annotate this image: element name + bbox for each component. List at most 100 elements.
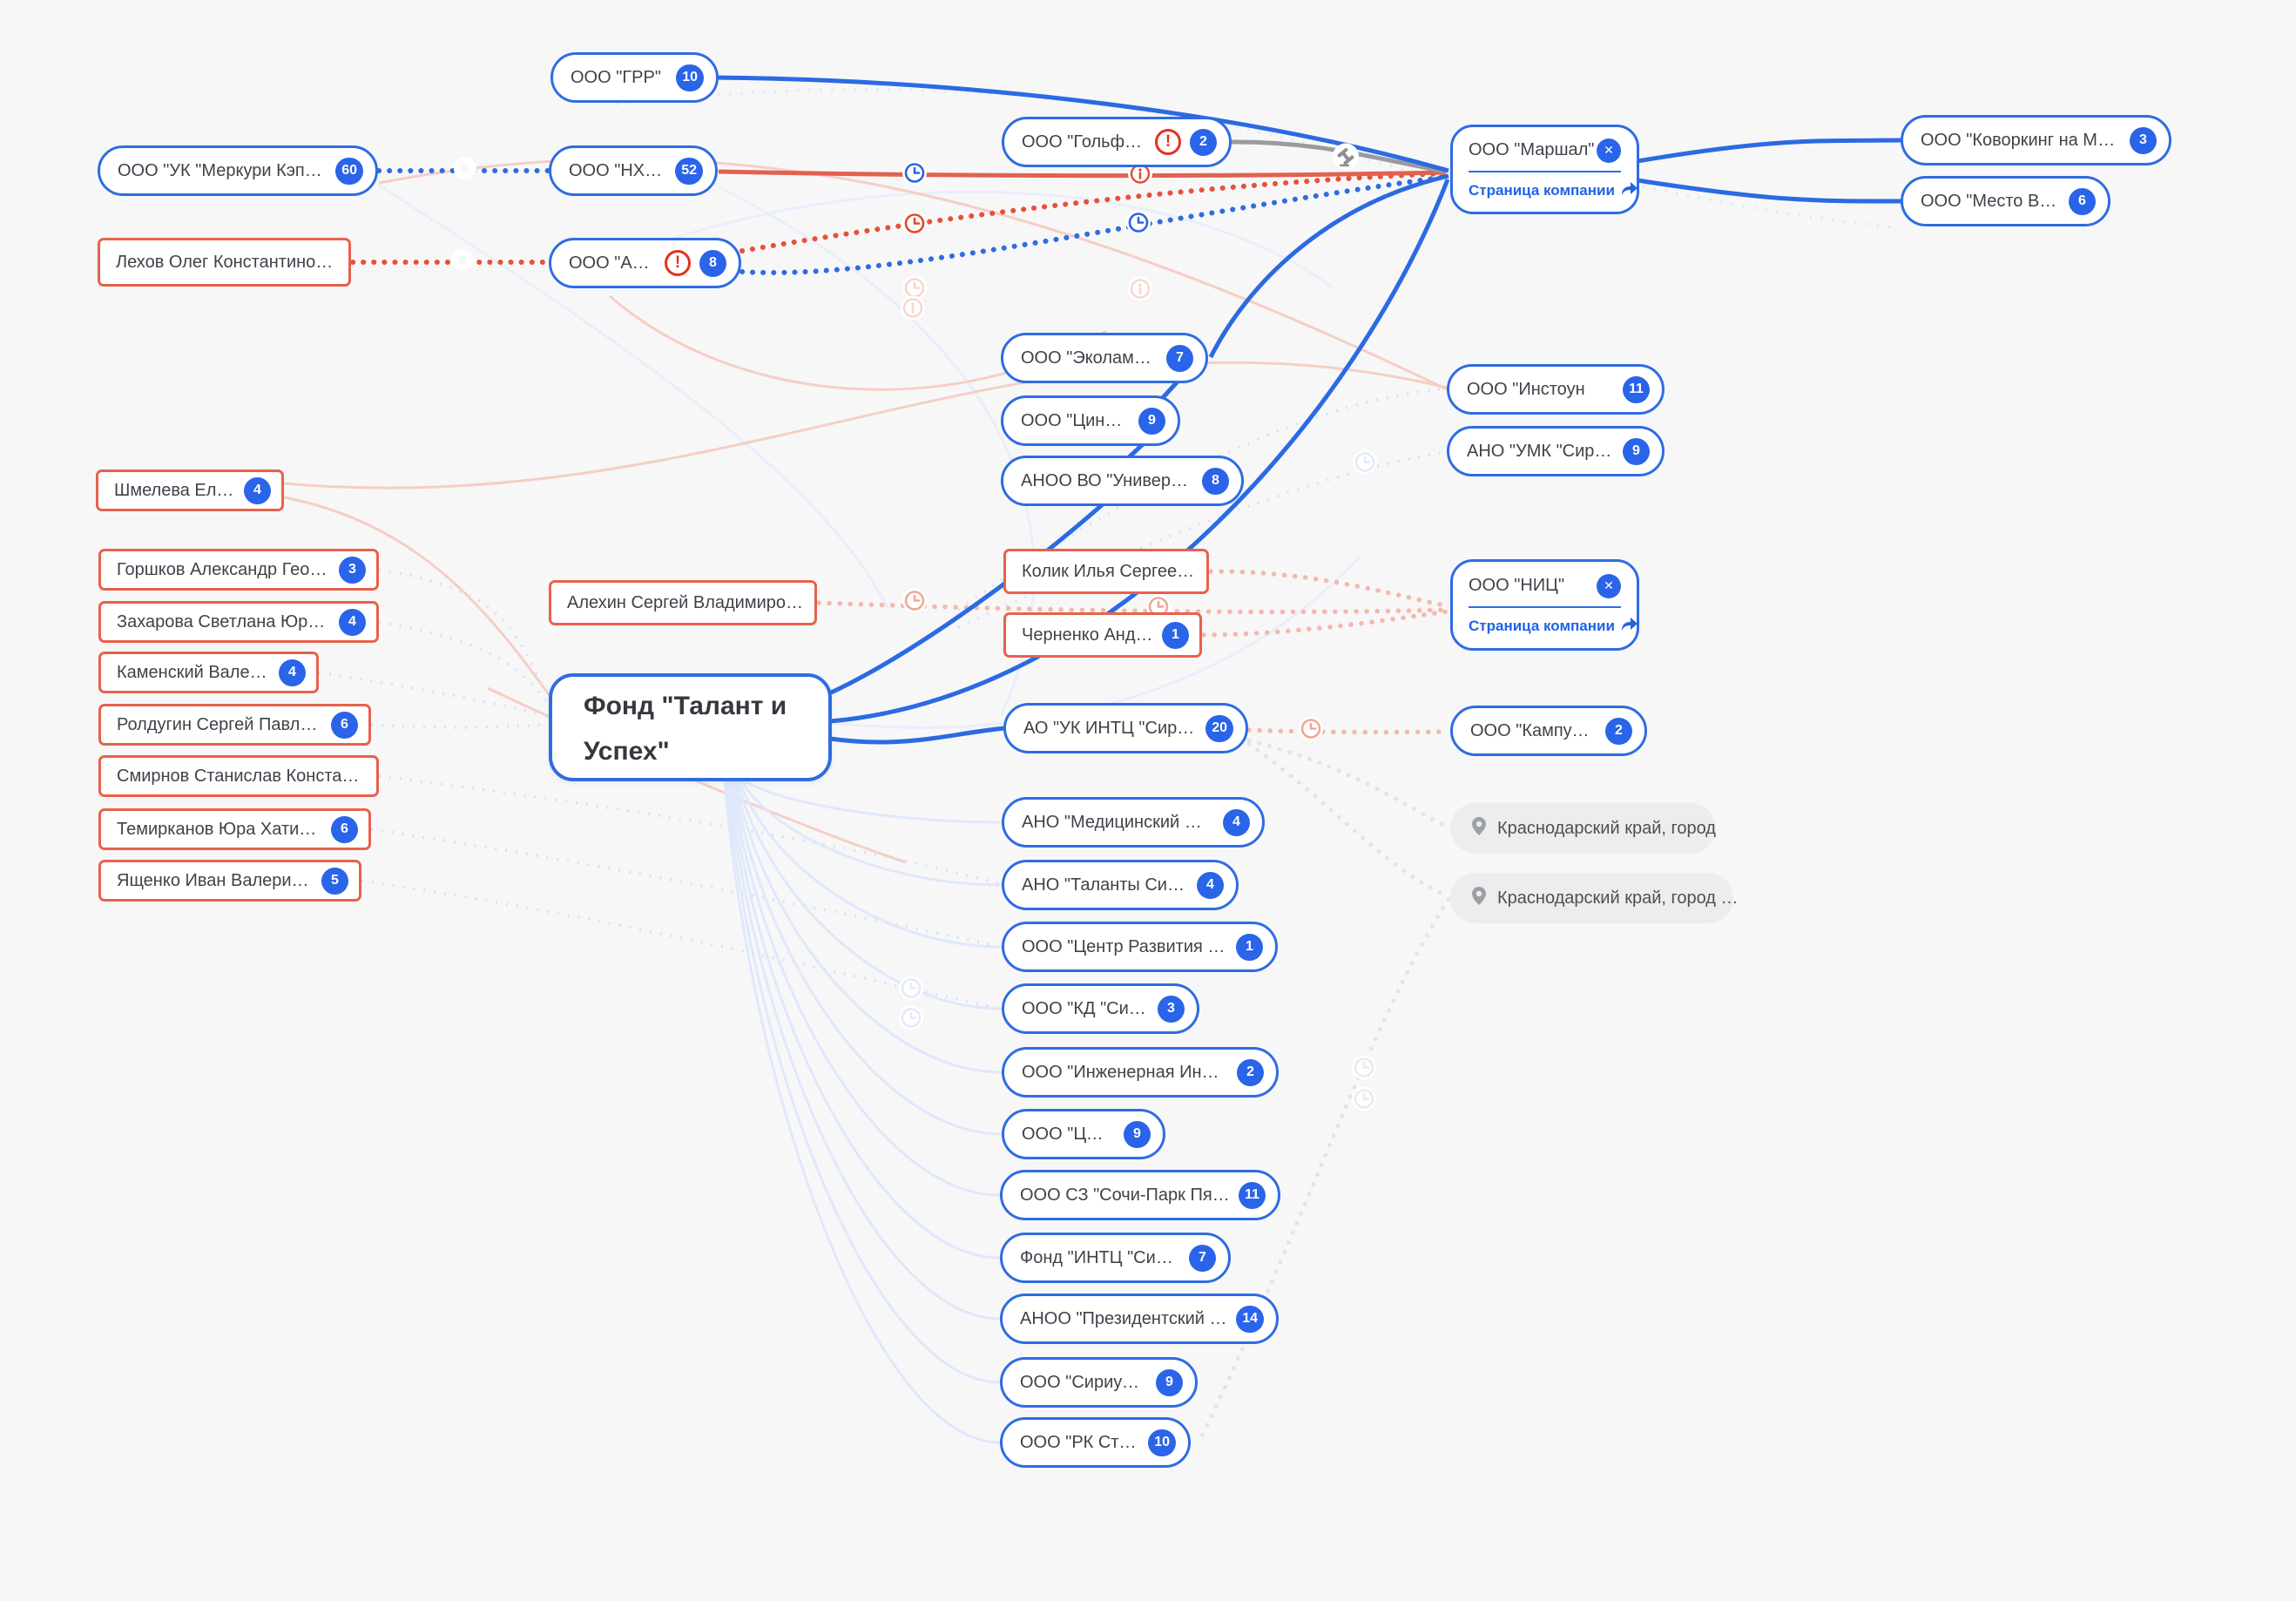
links-count-badge: 5 — [321, 867, 348, 895]
person-node-zaharova[interactable]: Захарова Светлана Юрьев…4 — [98, 601, 379, 643]
close-icon[interactable]: ✕ — [1597, 573, 1621, 598]
links-count-badge: 9 — [1124, 1120, 1151, 1148]
info-icon — [1126, 275, 1154, 307]
company-label: Фонд "ИНТЦ "Сириус" — [1020, 1247, 1180, 1267]
company-node-nhrs[interactable]: ООО "НХРС"52 — [549, 145, 718, 196]
links-count-badge: 7 — [1166, 344, 1193, 372]
links-count-badge: 3 — [1158, 995, 1185, 1023]
company-node-cos[interactable]: ООО "ЦОС" 9 — [1002, 1109, 1165, 1159]
clock-icon — [1297, 715, 1325, 747]
person-label: Каменский Валерий — [117, 662, 272, 682]
company-label: ООО "Центр Развития Тал… — [1022, 936, 1227, 956]
links-count-badge: 4 — [339, 608, 366, 636]
person-label: Темирканов Юра Хатиевич — [117, 819, 324, 839]
links-count-badge: 8 — [699, 249, 726, 277]
links-count-badge: 20 — [1205, 714, 1233, 742]
company-label: ООО "Маршал" — [1469, 140, 1595, 159]
expanded-header: ООО "Маршал"✕ — [1469, 138, 1621, 163]
person-label: Лехов Олег Константинович — [116, 252, 338, 272]
company-node-kovorking[interactable]: ООО "Коворкинг на Малом"3 — [1901, 115, 2171, 166]
person-label: Черненко Андрей — [1022, 625, 1155, 645]
company-node-inzh-infra[interactable]: ООО "Инженерная Инфрас…2 — [1002, 1047, 1279, 1098]
company-label: ООО "УК "Меркури Кэпит… — [118, 160, 328, 180]
company-node-mesto-vkusa[interactable]: ООО "Место Вкуса"6 — [1901, 176, 2110, 226]
company-page-link[interactable]: Страница компании — [1469, 180, 1638, 201]
location-pin-icon — [1471, 886, 1487, 910]
company-node-ecolamelli[interactable]: ООО "Эколамелли"7 — [1001, 333, 1208, 383]
share-arrow-icon — [1620, 616, 1638, 637]
links-count-badge: 14 — [1236, 1305, 1264, 1333]
share-arrow-icon — [1620, 180, 1638, 201]
location-label: Краснодарский край, город … — [1497, 888, 1739, 908]
gavel-icon — [1332, 143, 1360, 175]
expanded-company-node-marshal[interactable]: ООО "Маршал"✕ Страница компании — [1450, 125, 1639, 214]
company-label: ООО "ЦОС" — [1022, 1124, 1115, 1144]
company-label: ООО "ГРР" — [571, 67, 661, 87]
location-chip-loc-1[interactable]: Краснодарский край, город — [1450, 803, 1716, 854]
company-node-grr[interactable]: ООО "ГРР" 10 — [550, 52, 719, 103]
expanded-header: ООО "НИЦ"✕ — [1469, 573, 1621, 598]
person-node-smirnov[interactable]: Смирнов Станислав Констант… — [98, 755, 379, 797]
clock-icon — [901, 210, 929, 242]
links-count-badge: 10 — [676, 64, 704, 91]
company-label: ООО "Инстоун — [1467, 379, 1585, 399]
company-node-sochi-park[interactable]: ООО СЗ "Сочи-Парк Пять …11 — [1000, 1170, 1280, 1220]
company-node-umk-sirius[interactable]: АНО "УМК "Сириус"9 — [1447, 426, 1665, 476]
company-page-link-label: Страница компании — [1469, 617, 1615, 634]
company-node-fond-intc[interactable]: Фонд "ИНТЦ "Сириус" 7 — [1000, 1233, 1231, 1283]
company-node-uk-intc-sirius[interactable]: АО "УК ИНТЦ "Сириус" 20 — [1003, 703, 1248, 753]
links-count-badge: 7 — [1189, 1244, 1216, 1272]
company-page-link[interactable]: Страница компании — [1469, 616, 1638, 637]
links-count-badge: 4 — [1197, 871, 1224, 899]
company-label: ООО "Сириус.ИС" — [1020, 1372, 1147, 1392]
edges-blue-solid — [713, 75, 1903, 745]
company-label: АНО "Медицинский Центр — [1022, 812, 1214, 832]
company-node-rk-stroy[interactable]: ООО "РК Строй"10 — [1000, 1417, 1191, 1468]
company-label: АО "УК ИНТЦ "Сириус" — [1023, 718, 1198, 738]
expanded-company-node-nic[interactable]: ООО "НИЦ"✕ Страница компании — [1450, 559, 1639, 651]
company-node-cintex[interactable]: ООО "Цинтэкс"9 — [1001, 395, 1180, 446]
person-node-kolik[interactable]: Колик Илья Сергеевич — [1003, 549, 1209, 594]
company-node-alfa[interactable]: ООО "Альфа"!8 — [549, 238, 741, 288]
person-node-alehin[interactable]: Алехин Сергей Владимирович — [549, 580, 817, 625]
links-count-badge: 8 — [1202, 467, 1229, 495]
company-label: ООО "Кампус.ФТ" — [1470, 720, 1597, 740]
links-count-badge: 6 — [331, 815, 358, 843]
clock-icon — [901, 274, 929, 307]
company-node-kampus-ft[interactable]: ООО "Кампус.ФТ"2 — [1450, 706, 1647, 756]
center-label-line: Фонд "Талант и — [584, 692, 787, 721]
company-label: АНОО "Президентский Ли… — [1020, 1308, 1228, 1328]
links-count-badge: 9 — [1138, 407, 1165, 435]
company-node-kd-sirius[interactable]: ООО "КД "Сириус"3 — [1002, 983, 1199, 1034]
company-node-golfstream[interactable]: ООО "Гольфстрим"!2 — [1002, 117, 1232, 167]
close-icon[interactable]: ✕ — [1597, 138, 1621, 163]
person-node-lehov[interactable]: Лехов Олег Константинович — [98, 238, 351, 287]
company-node-mercury-capital[interactable]: ООО "УК "Меркури Кэпит… 60 — [98, 145, 378, 196]
company-node-sirius-is[interactable]: ООО "Сириус.ИС"9 — [1000, 1357, 1198, 1408]
person-node-gorshkov[interactable]: Горшков Александр Георг…3 — [98, 549, 379, 591]
links-count-badge: 60 — [335, 157, 363, 185]
links-count-badge: 11 — [1239, 1181, 1266, 1209]
company-label: АНО "Таланты Сибири" — [1022, 875, 1188, 895]
company-node-universitet[interactable]: АНОО ВО "Университет8 — [1001, 456, 1244, 506]
person-label: Шмелева Елена — [114, 480, 237, 500]
center-label-line: Успех" — [584, 737, 670, 766]
company-label: ООО "Гольфстрим" — [1022, 132, 1146, 152]
links-count-badge: 2 — [1237, 1058, 1264, 1086]
company-node-prezident-licey[interactable]: АНОО "Президентский Ли… 14 — [1000, 1294, 1279, 1344]
location-chip-loc-2[interactable]: Краснодарский край, город … — [1450, 873, 1738, 923]
links-count-badge: 9 — [1623, 437, 1650, 465]
company-node-centr-razvitiya[interactable]: ООО "Центр Развития Тал…1 — [1002, 922, 1278, 972]
person-node-temirkanov[interactable]: Темирканов Юра Хатиевич 6 — [98, 808, 371, 850]
center-node-fond-talant-i-uspeh[interactable]: Фонд "Талант и Успех" — [549, 673, 832, 781]
company-node-talanty-sibiri[interactable]: АНО "Таланты Сибири" 4 — [1002, 860, 1239, 910]
links-count-badge: 6 — [2069, 187, 2096, 215]
